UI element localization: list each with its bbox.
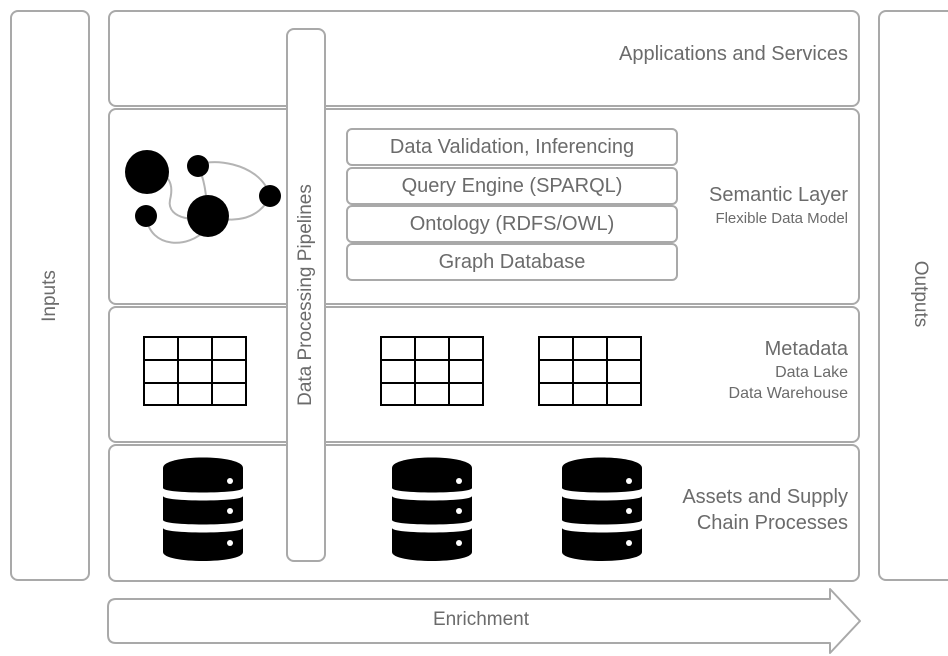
assets-line2: Chain Processes [696,512,848,534]
metadata-title: Metadata [764,338,848,360]
pipelines-label: Data Processing Pipelines [295,184,316,406]
table-grid-icon [538,336,642,406]
inputs-column [10,10,90,581]
outputs-column [878,10,948,581]
pipelines-column [286,28,326,562]
applications-title: Applications and Services [618,43,848,65]
semantic-subtitle: Flexible Data Model [715,210,848,227]
outputs-label: Outputs [910,260,931,328]
metadata-layer [108,306,860,443]
table-grid-icon [380,336,484,406]
semantic-title: Semantic Layer [709,184,848,206]
stack-item-query-engine: Query Engine (SPARQL) [346,167,678,205]
graph-network-icon [125,150,281,244]
database-icon [392,457,472,561]
stack-item-validation: Data Validation, Inferencing [346,128,678,166]
table-grid-icon [143,336,247,406]
stack-item-graph-database: Graph Database [346,243,678,281]
enrichment-arrow [107,588,861,654]
metadata-line1: Data Lake [775,364,848,381]
database-icon [163,457,243,561]
assets-line1: Assets and Supply [682,486,848,508]
inputs-label: Inputs [39,270,60,322]
metadata-line2: Data Warehouse [728,385,848,402]
stack-item-ontology: Ontology (RDFS/OWL) [346,205,678,243]
applications-layer [108,10,860,107]
database-icon [562,457,642,561]
enrichment-label: Enrichment [432,609,530,630]
